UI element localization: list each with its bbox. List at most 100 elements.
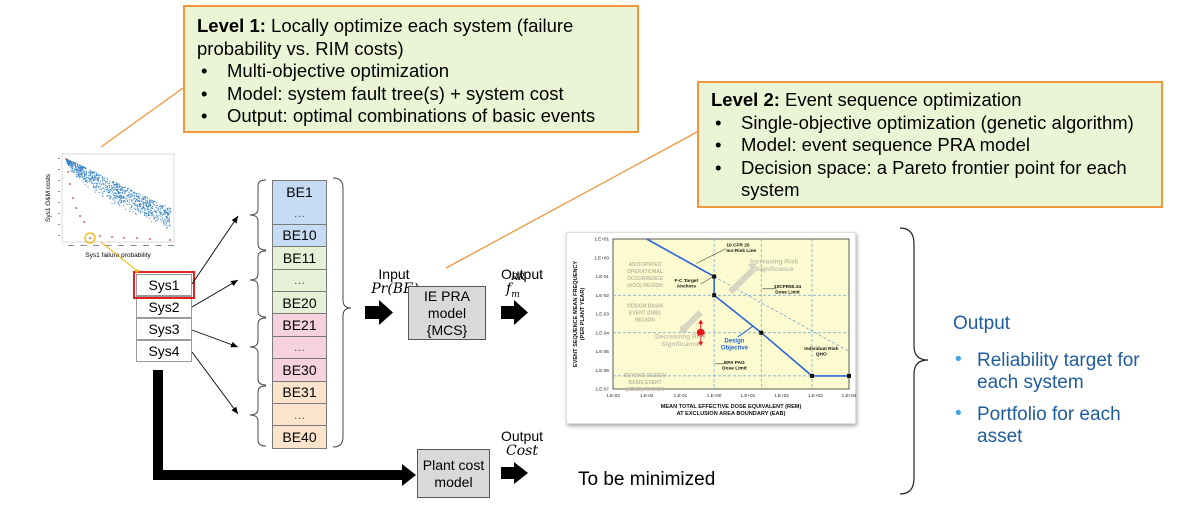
system-sys2[interactable]: Sys2 xyxy=(136,296,192,318)
scatter-point xyxy=(80,171,82,172)
scatter-point xyxy=(82,171,84,173)
x-tick-label: 1.E+00 xyxy=(707,393,722,398)
scatter-point xyxy=(112,198,114,200)
scatter-point xyxy=(134,198,136,200)
basic-event-cell[interactable]: BE21 xyxy=(272,314,327,337)
basic-event-cell[interactable]: BE11 xyxy=(272,247,327,270)
basic-event-cell[interactable]: … xyxy=(272,202,327,225)
scatter-point xyxy=(67,163,69,165)
scatter-point xyxy=(88,178,90,179)
scatter-point xyxy=(94,191,96,193)
basic-event-cell[interactable]: BE40 xyxy=(272,426,327,449)
scatter-point xyxy=(130,196,132,198)
scatter-point xyxy=(155,207,157,209)
scatter-point xyxy=(130,193,132,195)
system-sys4[interactable]: Sys4 xyxy=(136,340,192,362)
chart-annotation-line: 10CFR50.34 xyxy=(774,284,802,290)
y-tick-label: 1.E-03 xyxy=(595,312,609,317)
scatter-point xyxy=(97,178,98,180)
scatter-point xyxy=(145,201,147,203)
scatter-point xyxy=(95,175,97,177)
system-label: Sys4 xyxy=(148,343,180,359)
scatter-point xyxy=(165,223,167,225)
scatter-point xyxy=(120,194,121,196)
chart-annotation-line: Iso-Risk Line xyxy=(726,248,756,254)
scatter-point xyxy=(121,192,123,194)
scatter-point xyxy=(120,190,121,191)
final-output-title: Output xyxy=(953,313,1011,334)
scatter-y-tick xyxy=(58,191,60,192)
plant-cost-model-box[interactable]: Plant cost model xyxy=(417,449,490,498)
scatter-point xyxy=(108,184,110,186)
scatter-point xyxy=(158,207,160,209)
scatter-point xyxy=(151,207,153,209)
scatter-point xyxy=(109,195,111,197)
scatter-point xyxy=(142,197,144,199)
scatter-point xyxy=(167,221,169,223)
basic-event-cell[interactable]: BE10 xyxy=(272,224,327,248)
scatter-point xyxy=(166,207,168,209)
scatter-point xyxy=(148,213,150,215)
scatter-point xyxy=(149,200,151,202)
scatter-point xyxy=(66,161,68,163)
pareto-point xyxy=(111,236,113,238)
scatter-point xyxy=(120,197,122,199)
increasing-risk-arrowhead xyxy=(747,263,757,272)
system-sys1[interactable]: Sys1 xyxy=(136,274,192,296)
scatter-point xyxy=(163,224,165,226)
scatter-point xyxy=(78,173,79,175)
ie-pra-model-box[interactable]: IE PRA model {MCS} xyxy=(408,286,486,340)
scatter-point xyxy=(121,197,123,199)
basic-event-cell[interactable]: BE20 xyxy=(272,292,327,315)
scatter-point xyxy=(150,199,152,201)
scatter-point xyxy=(160,213,162,215)
scatter-point xyxy=(113,194,115,196)
cost-model-line: Plant cost xyxy=(422,456,485,473)
scatter-point xyxy=(72,170,74,172)
scatter-point xyxy=(161,206,163,208)
pareto-point xyxy=(79,215,81,217)
scatter-point xyxy=(93,185,94,187)
final-output-bullet: Portfolio for each asset xyxy=(953,403,1153,448)
scatter-point xyxy=(118,204,120,205)
scatter-point xyxy=(158,215,160,217)
scatter-point xyxy=(129,201,130,203)
scatter-point xyxy=(136,207,138,209)
scatter-point xyxy=(85,172,87,174)
scatter-point xyxy=(79,174,81,175)
scatter-point xyxy=(164,219,166,221)
basic-event-cell[interactable]: BE30 xyxy=(272,359,327,382)
basic-event-label: BE20 xyxy=(282,294,317,311)
basic-event-cell[interactable]: … xyxy=(272,404,327,427)
scatter-point xyxy=(82,169,84,171)
scatter-point xyxy=(117,201,119,203)
region-label-line: BASIS EVENT xyxy=(628,380,661,386)
scatter-point xyxy=(76,176,78,178)
scatter-point xyxy=(161,216,163,218)
scatter-point xyxy=(103,179,105,181)
scatter-point xyxy=(116,184,118,186)
scatter-point xyxy=(107,183,109,184)
scatter-point xyxy=(140,211,142,213)
scatter-point xyxy=(102,184,104,185)
scatter-point xyxy=(116,196,118,198)
system-sys3[interactable]: Sys3 xyxy=(136,318,192,340)
scatter-point xyxy=(72,166,74,168)
scatter-point xyxy=(159,206,161,208)
scatter-point xyxy=(149,210,151,212)
basic-event-cell[interactable]: … xyxy=(272,336,327,360)
scatter-point xyxy=(156,214,158,216)
scatter-point xyxy=(146,216,148,218)
scatter-point xyxy=(150,215,152,217)
basic-event-cell[interactable]: BE31 xyxy=(272,381,327,404)
scatter-point xyxy=(100,183,102,185)
design-point xyxy=(696,328,705,337)
basic-event-cell[interactable]: BE1 xyxy=(272,180,327,204)
scatter-point xyxy=(73,162,75,164)
scatter-point xyxy=(167,215,169,217)
scatter-point xyxy=(79,169,81,171)
scatter-point xyxy=(95,182,97,184)
scatter-point xyxy=(100,174,102,176)
basic-event-cell[interactable]: … xyxy=(272,269,327,292)
